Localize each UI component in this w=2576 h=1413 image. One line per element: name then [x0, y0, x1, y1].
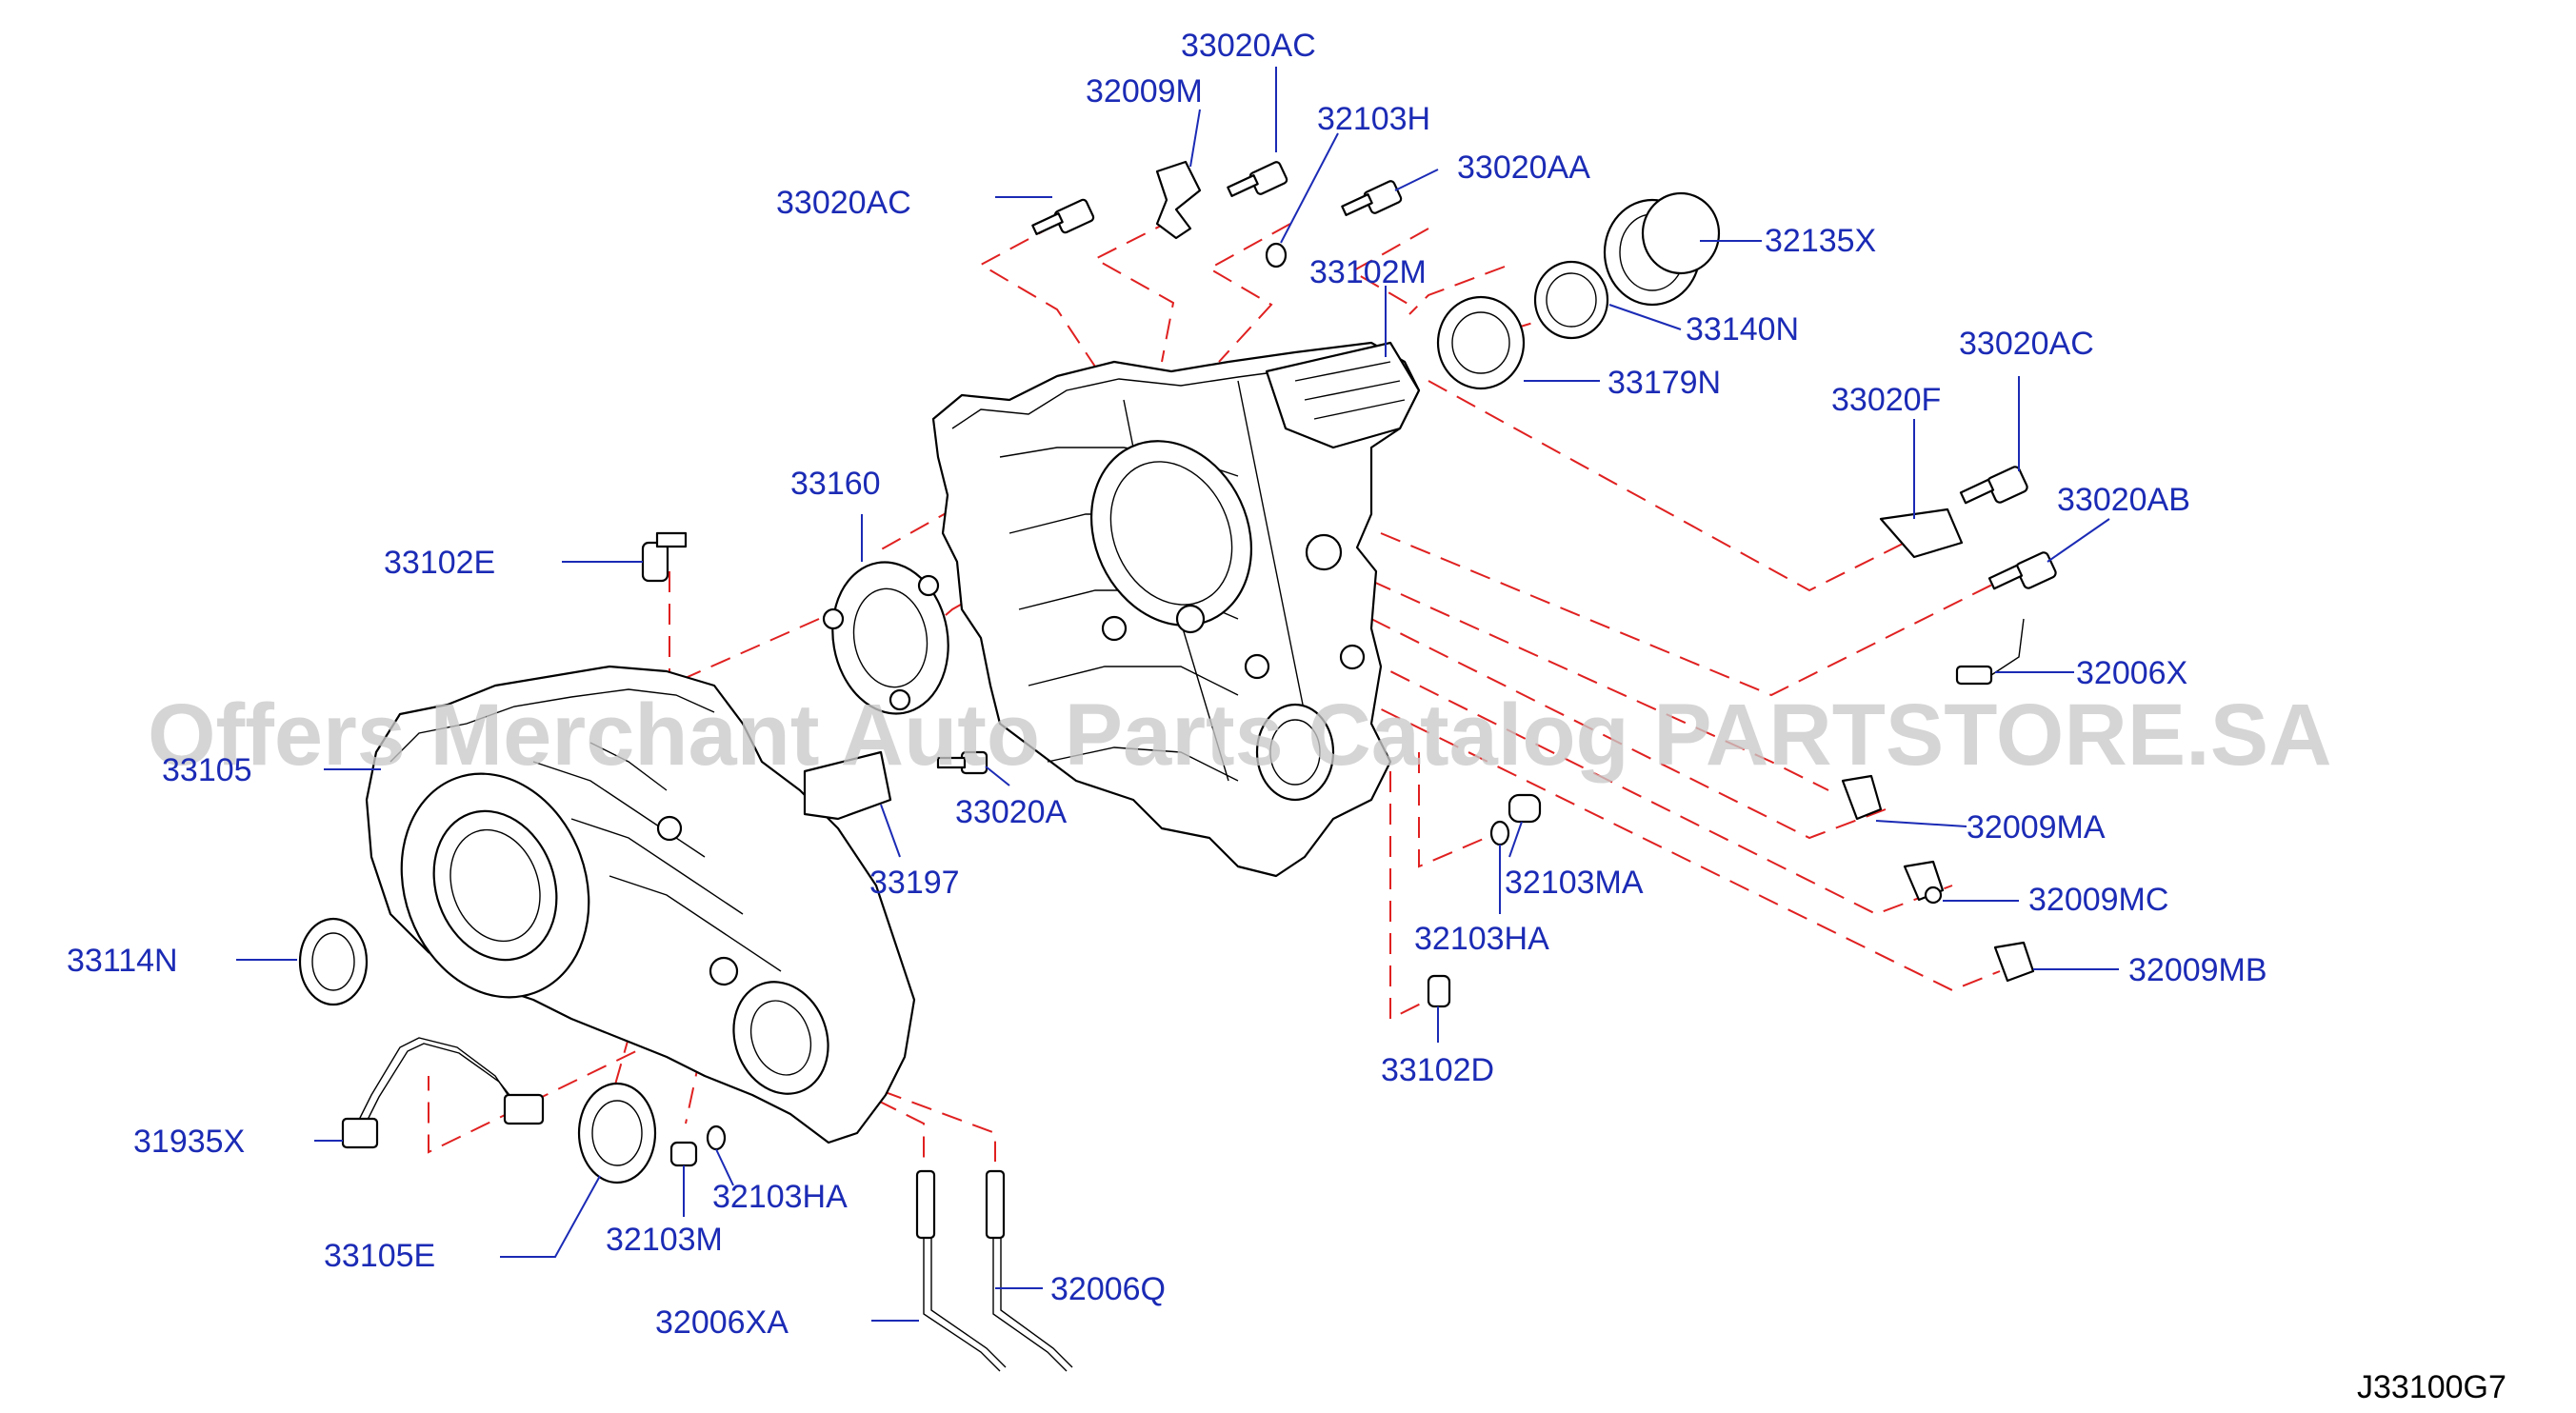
seal-33179N — [1436, 295, 1526, 390]
callout-33197[interactable]: 33197 — [869, 865, 960, 901]
bolt-33020AC-top — [1227, 161, 1288, 197]
callout-33114N[interactable]: 33114N — [67, 943, 178, 979]
callout-32006X[interactable]: 32006X — [2076, 655, 2187, 691]
pin-33102D — [1427, 974, 1451, 1008]
callout-33020AB[interactable]: 33020AB — [2057, 482, 2190, 518]
bracket-33197 — [803, 750, 892, 821]
callout-33179N[interactable]: 33179N — [1608, 365, 1721, 401]
small-parts — [298, 160, 2057, 1372]
bolt-33020AA — [1341, 180, 1403, 216]
callout-33020AA[interactable]: 33020AA — [1457, 149, 1590, 186]
diagram-reference-code: J33100G7 — [2357, 1369, 2506, 1405]
callout-33105[interactable]: 33105 — [162, 752, 252, 788]
callout-32135X[interactable]: 32135X — [1765, 223, 1876, 259]
bolt-33020A — [936, 750, 988, 775]
leader-lines — [236, 67, 2119, 1322]
callout-32103HA-low[interactable]: 32103HA — [712, 1179, 848, 1215]
callout-32009MB[interactable]: 32009MB — [2128, 952, 2267, 988]
seal-33140N — [1533, 260, 1609, 340]
callout-33020AC-left[interactable]: 33020AC — [776, 185, 911, 221]
clip-32009MB — [1993, 941, 2035, 983]
callout-33102E[interactable]: 33102E — [384, 545, 495, 581]
callout-32006Q[interactable]: 32006Q — [1050, 1271, 1166, 1307]
callout-33105E[interactable]: 33105E — [324, 1238, 435, 1274]
callout-33140N[interactable]: 33140N — [1686, 311, 1799, 348]
callouts: 33020AC 32009M 32103H 33020AA 33020AC 32… — [67, 28, 2267, 1341]
watermark-text: Offers Merchant Auto Parts Catalog PARTS… — [148, 687, 2332, 784]
plug-32103M — [669, 1141, 698, 1167]
callout-32103H[interactable]: 32103H — [1317, 101, 1430, 137]
callout-33160[interactable]: 33160 — [790, 466, 881, 502]
sensor-32006Q — [985, 1169, 1073, 1372]
harness-31935X — [341, 1037, 545, 1149]
callout-32103M[interactable]: 32103M — [606, 1222, 723, 1258]
callout-33020F[interactable]: 33020F — [1831, 382, 1941, 418]
rear-case-housing — [931, 341, 1421, 878]
bracket-32009M — [1155, 160, 1202, 240]
callout-31935X[interactable]: 31935X — [133, 1124, 245, 1160]
vent-33102E — [641, 531, 688, 583]
bracket-33020F — [1879, 507, 1964, 559]
callout-32006XA[interactable]: 32006XA — [655, 1304, 789, 1341]
callout-32009MA[interactable]: 32009MA — [1967, 809, 2106, 846]
callout-33102D[interactable]: 33102D — [1381, 1052, 1494, 1088]
oring-32103HA-mid — [1489, 820, 1510, 846]
callout-33102M[interactable]: 33102M — [1309, 254, 1427, 290]
bolt-33020AC-right — [1959, 466, 2028, 505]
oring-32103H — [1265, 242, 1288, 269]
bolt-33020AC-left — [1031, 198, 1095, 235]
callout-33020AC-top[interactable]: 33020AC — [1181, 28, 1316, 64]
sensor-32006X — [1955, 618, 2025, 686]
callout-32009MC[interactable]: 32009MC — [2028, 882, 2168, 918]
clip-32009MC — [1903, 860, 1945, 905]
plate-33160 — [822, 561, 949, 715]
bolt-33020AB — [1987, 551, 2057, 590]
callout-33020AC-right[interactable]: 33020AC — [1959, 326, 2094, 362]
callout-33020A[interactable]: 33020A — [955, 794, 1068, 830]
clip-32009MA — [1841, 774, 1883, 821]
callout-32103HA-mid[interactable]: 32103HA — [1414, 921, 1549, 957]
oring-32103HA-low — [706, 1124, 727, 1151]
callout-32009M[interactable]: 32009M — [1086, 73, 1203, 109]
plug-32103MA — [1508, 793, 1542, 824]
boot-32135X — [1603, 191, 1721, 307]
seal-33114N — [298, 917, 369, 1006]
callout-32103MA[interactable]: 32103MA — [1505, 865, 1644, 901]
seal-33105E — [577, 1082, 657, 1184]
sensor-32006XA — [915, 1169, 1007, 1372]
front-case-housing — [365, 665, 916, 1144]
